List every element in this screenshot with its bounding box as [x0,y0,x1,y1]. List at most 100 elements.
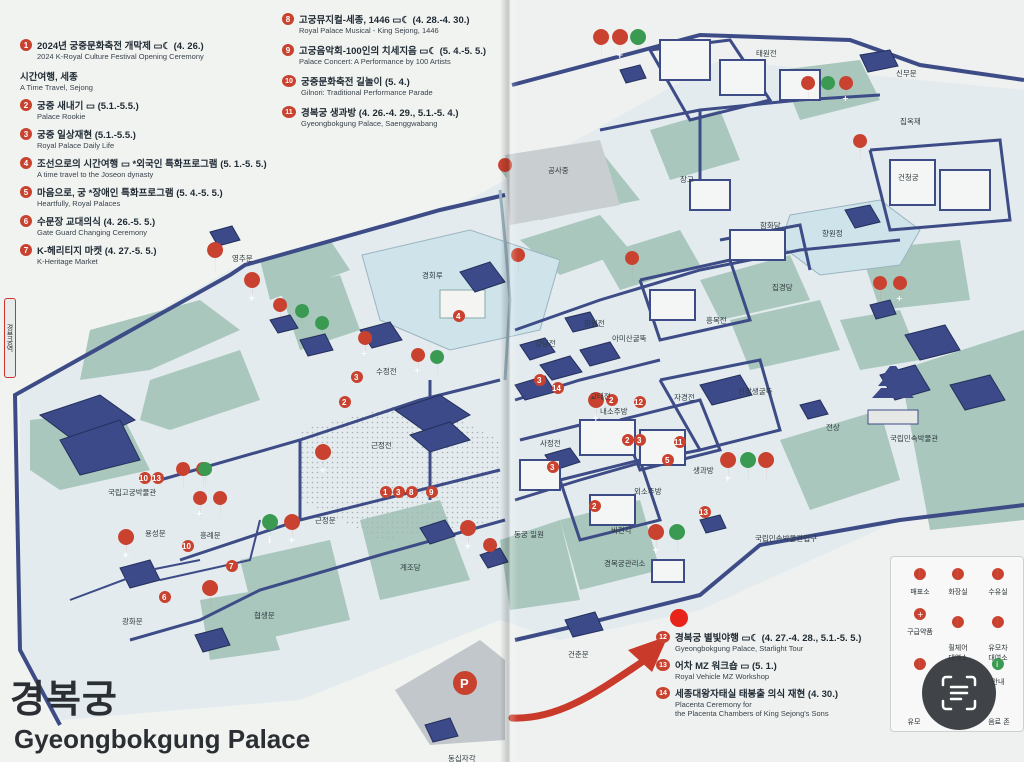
stroller-pin-icon [669,524,686,558]
legend-item: 14 세종대왕자태실 태봉출 의식 재현 (4. 30.) Placenta C… [656,686,886,718]
svg-text:4: 4 [456,312,461,321]
svg-text:3: 3 [550,463,555,472]
building-blocks [519,39,991,583]
first-aid-pin-icon: + [358,331,373,361]
legend-item: 4 조선으로의 시간여행 ▭ *외국인 특화프로그램 (5. 1.-5. 5.)… [20,156,270,179]
facility-label: 화장실 [948,588,968,596]
page-title-ko: 경복궁 [10,677,118,721]
legend-en: 2024 K-Royal Culture Festival Opening Ce… [37,52,204,61]
facility-nursing: 수유실 [977,567,1019,597]
legend-en: Palace Concert: A Performance by 100 Art… [299,57,451,66]
legend-number: 13 [656,659,670,671]
legend-en: A Time Travel, Sejong [20,83,93,92]
facility-label: 매표소 [910,588,930,596]
construction-area [505,140,620,225]
facility-ticket: 매표소 [899,567,941,597]
facility-label: 수유실 [988,588,1008,596]
legend-middle: 8 고궁뮤지컬-세종, 1446 ▭☾ (4. 28.-4. 30.) Roya… [282,12,502,131]
legend-ko: 조선으로의 시간여행 ▭ *외국인 특화프로그램 (5. 1.-5. 5.) [37,159,267,170]
page-title-en: Gyeongbokgung Palace [14,724,311,754]
svg-text:2: 2 [625,436,630,445]
svg-text:+: + [917,610,924,619]
first-aid-pin-icon: + [411,348,426,378]
ticket-pin-icon [758,452,775,486]
label-geoncheonggung: 건청궁 [898,173,919,182]
legend-item: 10 궁중문화축전 길놀이 (5. 4.) Gilnori: Tradition… [282,74,502,97]
legend-ko: 2024년 궁중문화축전 개막제 ▭☾ (4. 26.) [37,41,204,52]
legend-ko: K-헤리티지 마켓 (4. 27.-5. 5.) [37,246,157,257]
parking-area [395,640,505,745]
label-hyangwonjeong: 향원정 [822,229,843,238]
legend-number: 7 [20,244,32,256]
legend-ko: 시간여행, 세종 [20,72,78,83]
facility-label: 유모차 대여소 [988,644,1008,662]
legend-number: 6 [20,215,32,227]
nursing-pin-icon [295,304,310,334]
stroller-pin-icon [991,616,1004,632]
label-geonchunmun: 건춘문 [568,650,589,659]
label-taewonjeon: 태원전 [756,49,777,58]
info-pin-icon: i [262,514,279,548]
first-aid-pin-icon: + [460,520,477,554]
svg-text:13: 13 [699,508,708,517]
label-yongseongmun: 용성문 [145,529,166,538]
legend-ko: 경복궁 생과방 (4. 26.-4. 29., 5.1.-5. 4.) [301,108,459,119]
legend-en: Royal Vehicle MZ Workshop [675,672,770,681]
label-sinsujeon: 신장생굴뚝 [738,387,773,396]
svg-text:+: + [616,51,624,61]
restroom-pin-icon [511,248,526,278]
label-dongsipjagak: 동십자각 [448,754,476,762]
legend-number: 5 [20,186,32,198]
svg-text:5: 5 [665,456,670,465]
inner-walls [159,38,1012,562]
svg-text:+: + [896,294,903,303]
svg-text:+: + [196,509,203,518]
label-sajeongjeon: 사정전 [540,439,561,448]
legend-en: Royal Palace Daily Life [37,141,115,150]
svg-text:12: 12 [634,398,643,407]
svg-text:2: 2 [609,396,614,405]
water-channel [498,189,512,381]
label-jagyeongjeon: 자경전 [674,393,695,402]
restroom-pin-icon [951,568,964,584]
outer-wall-north [511,32,1024,87]
first-aid-pin-icon: + [893,276,908,306]
facility-bottom-right: 음료 존 [988,718,1010,726]
label-gongsajung: 공사중 [548,166,569,175]
text-scan-button[interactable] [922,656,996,730]
label-jeonsang: 전상 [826,423,840,432]
legend-left: 1 2024년 궁중문화축전 개막제 ▭☾ (4. 26.) 2024 K-Ro… [20,38,270,269]
svg-text:1: 1 [383,488,388,497]
roads [69,519,261,601]
legend-number: 4 [20,157,32,169]
label-geunjeongmun: 근정문 [315,516,336,525]
legend-item: 시간여행, 세종 A Time Travel, Sejong [20,69,270,92]
legend-item: 2 궁중 새내기 ▭ (5.1.-5.5.) Palace Rookie [20,98,270,121]
legend-number: 9 [282,44,294,56]
legend-en: Placenta Ceremony for [675,700,752,709]
label-gyejodang: 계조당 [400,563,421,572]
svg-text:+: + [288,536,296,546]
facility-guide: i 안내 [977,657,1019,687]
legend-item: 1 2024년 궁중문화축전 개막제 ▭☾ (4. 26.) 2024 K-Ro… [20,38,270,61]
legend-number: 12 [656,631,670,643]
svg-text:14: 14 [552,384,561,393]
label-oesojubang: 외소주방 [634,487,662,496]
svg-text:3: 3 [396,488,401,497]
folk-museum-pagoda [867,366,919,425]
stroller-pin-icon [740,452,757,486]
legend-item: 13 어차 MZ 워크숍 ▭ (5. 1.) Royal Vehicle MZ … [656,658,886,681]
svg-text:13: 13 [152,474,161,483]
legend-ko: 고궁음악회-100인의 치세지음 ▭☾ (5. 4.-5. 5.) [299,46,487,57]
legend-number: 1 [20,39,32,51]
facility-restroom: 화장실 [937,567,979,597]
svg-text:10: 10 [182,542,191,551]
svg-text:10: 10 [139,474,148,483]
legend-en: Palace Rookie [37,112,86,121]
first-aid-pin-icon: + [244,272,261,306]
label-jibokjae: 집옥재 [900,117,921,126]
event-markers: 3 2 4 1 3 8 9 10 13 10 7 6 3 14 3 2 12 2… [139,310,711,603]
svg-text:6: 6 [162,593,167,602]
label-heungbokjeon: 흥복전 [706,316,727,325]
svg-text:+: + [122,551,130,561]
